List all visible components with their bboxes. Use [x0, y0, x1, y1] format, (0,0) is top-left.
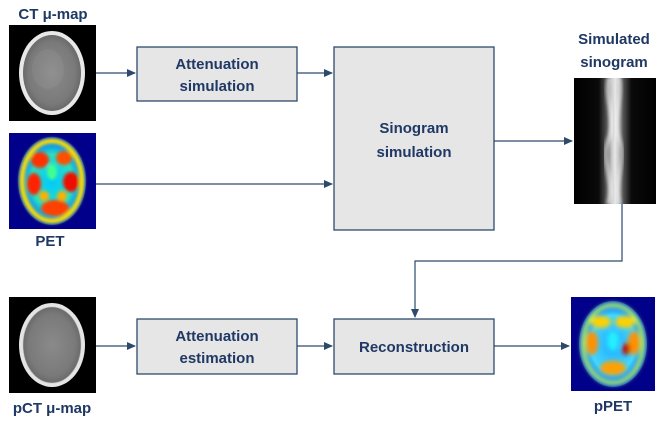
simulated-sinogram-label-line2: sinogram: [580, 54, 648, 71]
attenuation-simulation-box: Attenuation simulation: [136, 46, 298, 102]
pet-image: [9, 133, 96, 229]
attenuation-estimation-line1: Attenuation: [175, 328, 258, 345]
ppet-image: [571, 297, 655, 391]
attenuation-simulation-line1: Attenuation: [175, 56, 258, 73]
reconstruction-box: Reconstruction: [333, 318, 495, 375]
simulated-sinogram-label-line1: Simulated: [578, 31, 650, 48]
attenuation-simulation-line2: simulation: [179, 78, 254, 95]
pet-label: PET: [35, 233, 64, 250]
ct-image: [9, 25, 96, 121]
arrow-simulated-sinogram-to-reconstruction: [411, 204, 623, 318]
reconstruction-line1: Reconstruction: [359, 339, 469, 356]
pct-image: [9, 297, 96, 393]
ct-mu-map-label: CT μ-map: [18, 6, 87, 23]
pct-mu-map-label: pCT μ-map: [13, 400, 91, 417]
sinogram-image: [574, 77, 656, 205]
sinogram-simulation-box: Sinogram simulation: [333, 46, 495, 231]
ppet-label: pPET: [594, 398, 632, 415]
sinogram-simulation-line1: Sinogram: [379, 120, 448, 137]
sinogram-simulation-line2: simulation: [376, 144, 451, 161]
attenuation-estimation-box: Attenuation estimation: [136, 318, 298, 375]
attenuation-estimation-line2: estimation: [179, 350, 254, 367]
